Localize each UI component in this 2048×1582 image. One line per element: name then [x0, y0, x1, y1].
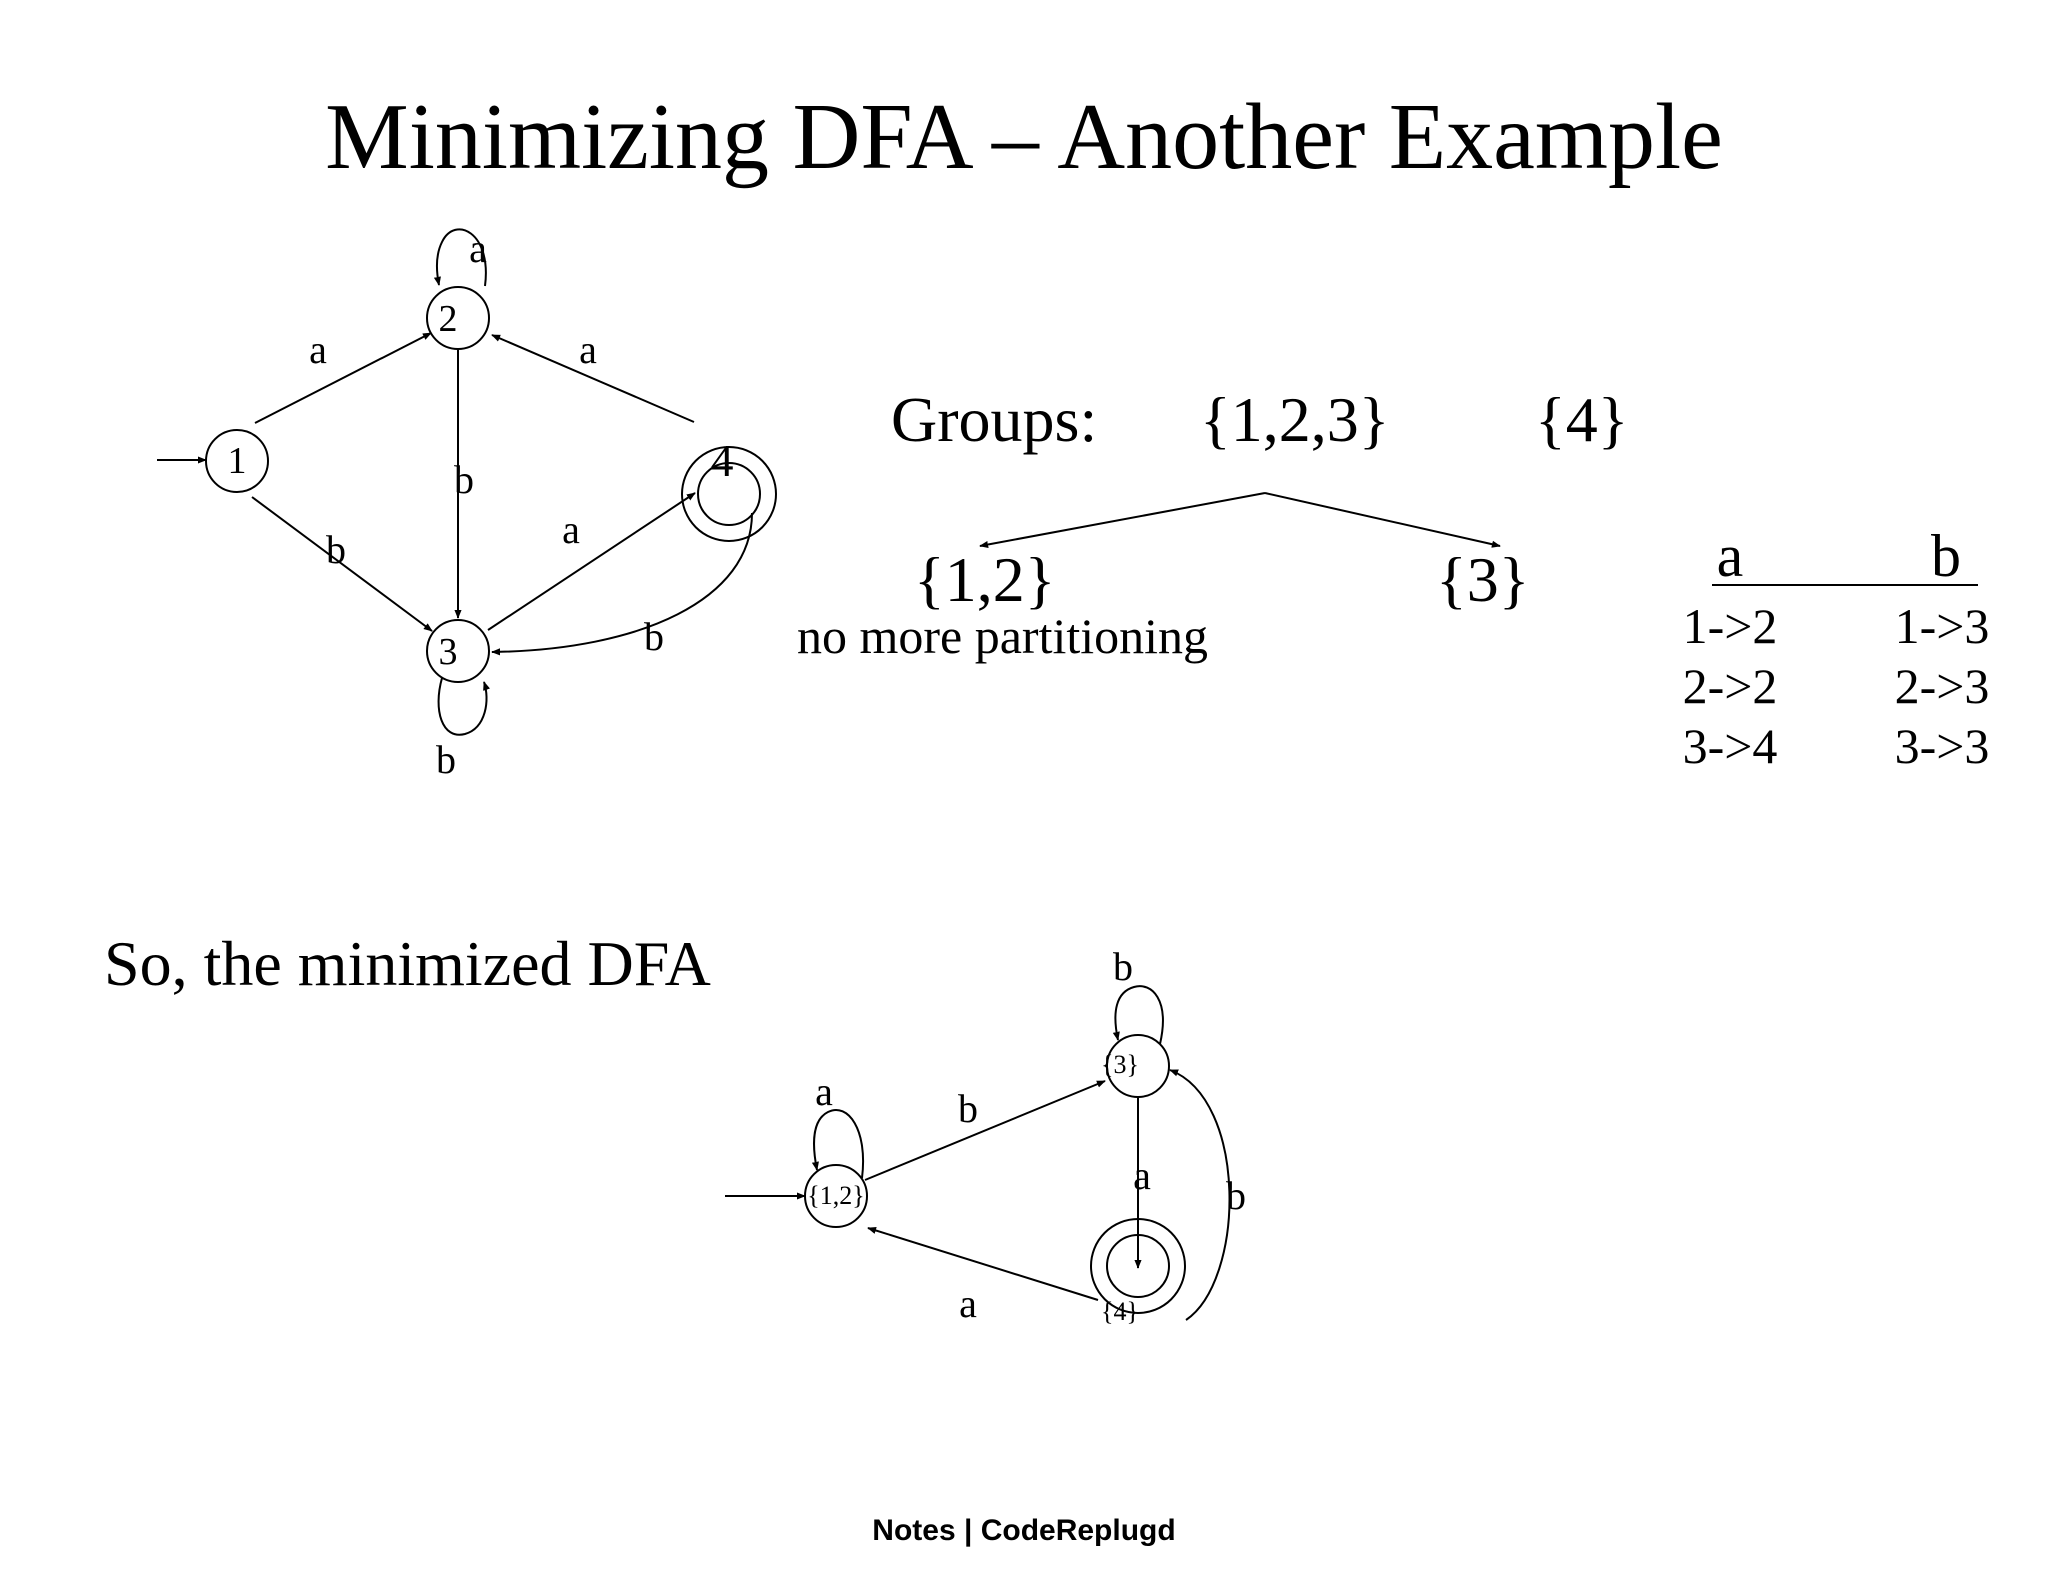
edge-1-2-to-3-label: b — [958, 1086, 978, 1131]
original-dfa-labels: 1 2 3 4 a a a b b a b b — [228, 226, 734, 782]
edge-1-to-2 — [254, 332, 432, 424]
edge-4-to-1-2 — [867, 1226, 1099, 1301]
edge-2-loop — [433, 228, 487, 287]
slide-title: Minimizing DFA – Another Example — [325, 85, 1723, 189]
state-1-label: 1 — [228, 440, 247, 482]
state-3-label: 3 — [439, 631, 458, 673]
footer-credit: Notes | CodeReplugd — [872, 1514, 1175, 1547]
table-cell: 3->3 — [1895, 718, 1990, 774]
state-4-label: 4 — [711, 435, 734, 486]
table-cell: 2->2 — [1683, 658, 1778, 714]
group-1-2-3: {1,2,3} — [1200, 384, 1389, 455]
state-2-label: 2 — [439, 298, 458, 340]
edge-1-2-loop — [811, 1109, 865, 1179]
edge-4-to-2 — [491, 334, 695, 423]
edge-3-loop — [437, 677, 490, 736]
edge-1-to-3 — [251, 496, 433, 632]
edge-3-group-loop-label: b — [1113, 944, 1133, 989]
edge-1-to-2-label: a — [309, 327, 327, 372]
table-cell: 1->2 — [1683, 598, 1778, 654]
edge-3-loop-label: b — [436, 737, 456, 782]
state-3-circle — [426, 619, 490, 683]
edge-4-to-3-group — [1169, 1069, 1231, 1321]
minimized-dfa-labels: {1,2} {3} {4} a b b a b a — [807, 944, 1246, 1326]
edge-3-group-loop — [1112, 985, 1164, 1045]
table-header-b: b — [1931, 523, 1961, 589]
table-header-a: a — [1717, 523, 1744, 589]
split-arrow-left — [979, 492, 1266, 549]
edge-4-to-2-label: a — [579, 327, 597, 372]
state-4-inner-circle — [697, 462, 761, 526]
state-4-outer-circle — [681, 446, 777, 542]
no-more-partitioning-note: no more partitioning — [797, 608, 1208, 664]
state-2-circle — [426, 286, 490, 350]
edge-2-loop-label: a — [469, 226, 487, 271]
partition-section: Groups: {1,2,3} {4} {1,2} {3} no more pa… — [797, 384, 1628, 664]
edge-3-to-4-group-label: a — [1133, 1153, 1151, 1198]
edge-4-to-3-group-label: b — [1226, 1173, 1246, 1218]
state-1-circle — [205, 429, 269, 493]
state-1-2-label: {1,2} — [807, 1181, 864, 1210]
group-3: {3} — [1436, 544, 1529, 615]
edge-3-to-4-label: a — [562, 507, 580, 552]
minimized-dfa-heading: So, the minimized DFA — [104, 928, 711, 999]
state-3-group-label: {3} — [1101, 1050, 1139, 1079]
state-4-group-label: {4} — [1101, 1297, 1139, 1326]
split-arrow-right — [1264, 492, 1501, 548]
edge-3-to-4 — [487, 492, 696, 631]
edge-1-2-to-3 — [864, 1080, 1106, 1181]
edge-2-to-3-label: b — [454, 457, 474, 502]
edge-4-to-1-2-label: a — [959, 1281, 977, 1326]
group-1-2: {1,2} — [914, 544, 1055, 615]
table-cell: 2->3 — [1895, 658, 1990, 714]
original-dfa-diagram — [157, 228, 777, 736]
table-cell: 1->3 — [1895, 598, 1990, 654]
table-cell: 3->4 — [1683, 718, 1778, 774]
edge-1-to-3-label: b — [326, 527, 346, 572]
minimized-dfa-diagram — [725, 985, 1231, 1321]
groups-label: Groups: — [891, 384, 1097, 455]
edge-1-2-loop-label: a — [815, 1069, 833, 1114]
edge-4-to-3 — [491, 512, 753, 656]
transition-table: a b 1->2 1->3 2->2 2->3 3->4 3->3 — [1683, 523, 1990, 774]
group-4: {4} — [1535, 384, 1628, 455]
edge-4-to-3-label: b — [644, 614, 664, 659]
state-1-2-circle — [804, 1164, 868, 1228]
state-3-group-circle — [1106, 1034, 1170, 1098]
